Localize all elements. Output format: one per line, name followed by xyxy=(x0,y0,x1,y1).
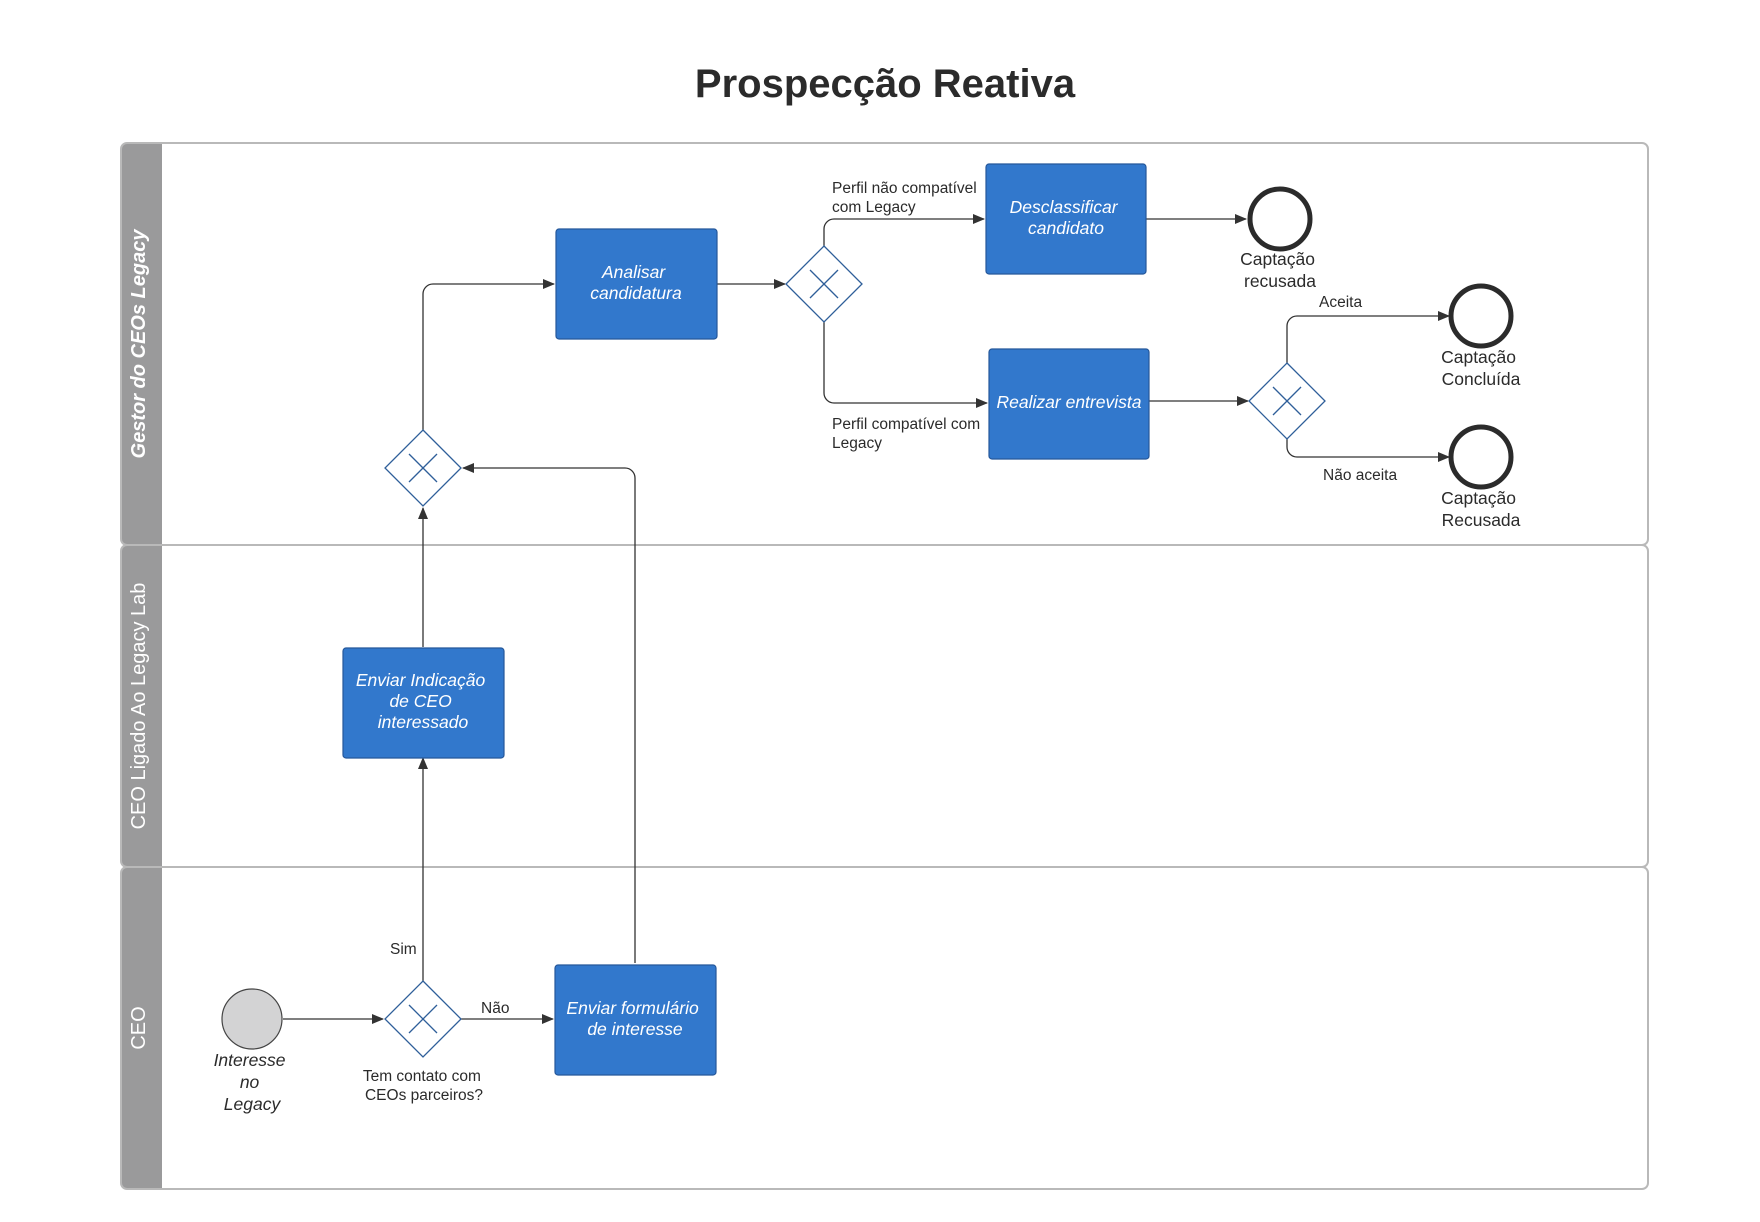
task-label: Desclassificar candidato xyxy=(1010,197,1123,238)
task-realizar-entrevista: Realizar entrevista xyxy=(988,348,1150,460)
task-enviar-indicacao: Enviar Indicação de CEO interessado xyxy=(342,647,505,759)
flow-label-sim: Sim xyxy=(390,941,417,958)
sequence-flows xyxy=(283,214,1450,1024)
start-event-label: Interesse no Legacy xyxy=(214,1050,291,1114)
end-event-concluida: Captação Concluída xyxy=(1441,283,1521,389)
task-label: Enviar Indicação de CEO interessado xyxy=(356,670,490,732)
lane-frame xyxy=(120,866,1649,1190)
task-desclassificar-candidato: Desclassificar candidato xyxy=(985,163,1147,275)
flow-label-aceita: Aceita xyxy=(1319,294,1362,311)
lane-ceo: CEO xyxy=(120,866,1649,1190)
flow-label-nao-aceita: Não aceita xyxy=(1323,467,1397,484)
lane-gestor: Gestor do CEOs Legacy xyxy=(120,142,1649,546)
flow-aceita xyxy=(1286,311,1450,363)
gateway-x-mark xyxy=(809,269,839,299)
task-box xyxy=(342,647,505,759)
gateway-x-mark xyxy=(408,453,438,483)
start-event: Interesse no Legacy xyxy=(214,988,291,1114)
flow-formulario-to-merge xyxy=(462,463,636,963)
flow-nao-compativel xyxy=(823,214,985,246)
task-enviar-formulario: Enviar formulário de interesse xyxy=(554,964,717,1076)
gateway-question-label: Tem contato com CEOs parceiros? xyxy=(363,1068,485,1104)
lane-label: CEO Ligado Ao Legacy Lab xyxy=(128,583,150,830)
gateway-entrevista xyxy=(1248,362,1326,440)
end-event-label: Captação recusada xyxy=(1240,249,1320,291)
lane-ceo-ligado: CEO Ligado Ao Legacy Lab xyxy=(120,544,1649,868)
task-box xyxy=(554,964,717,1076)
end-event-circle xyxy=(1247,186,1313,252)
lane-header xyxy=(121,143,162,545)
end-event-label: Captação Concluída xyxy=(1441,347,1521,389)
gateway-perfil xyxy=(785,245,863,323)
flow-nao-aceita xyxy=(1286,439,1450,462)
flow-merge-to-analisar xyxy=(422,279,555,430)
lane-header xyxy=(121,867,162,1189)
end-event-recusada: Captação recusada xyxy=(1240,186,1320,291)
page-title: Prospecção Reativa xyxy=(695,62,1076,106)
task-box xyxy=(988,348,1150,460)
gateway-merge xyxy=(384,429,462,507)
task-label: Realizar entrevista xyxy=(997,392,1142,412)
end-event-circle xyxy=(1448,283,1514,349)
task-analisar-candidatura: Analisar candidatura xyxy=(555,228,718,340)
gateway-contato xyxy=(384,980,462,1058)
flow-label-nao: Não xyxy=(481,1000,509,1017)
task-label: Analisar candidatura xyxy=(590,262,682,303)
task-box xyxy=(985,163,1147,275)
start-event-circle xyxy=(221,988,283,1050)
flow-label-compativel: Perfil compatível com Legacy xyxy=(832,416,984,452)
gateway-x-mark xyxy=(1272,386,1302,416)
flow-compativel xyxy=(823,322,988,408)
lane-label: CEO xyxy=(128,1006,150,1049)
lane-label: Gestor do CEOs Legacy xyxy=(128,229,150,459)
end-event-circle xyxy=(1448,424,1514,490)
end-event-recusada-entrevista: Captação Recusada xyxy=(1441,424,1521,530)
flow-label-nao-compativel: Perfil não compatível com Legacy xyxy=(832,180,981,216)
lane-header xyxy=(121,545,162,867)
gateway-x-mark xyxy=(408,1004,438,1034)
task-box xyxy=(555,228,718,340)
end-event-label: Captação Recusada xyxy=(1441,488,1521,530)
task-label: Enviar formulário de interesse xyxy=(566,998,703,1039)
